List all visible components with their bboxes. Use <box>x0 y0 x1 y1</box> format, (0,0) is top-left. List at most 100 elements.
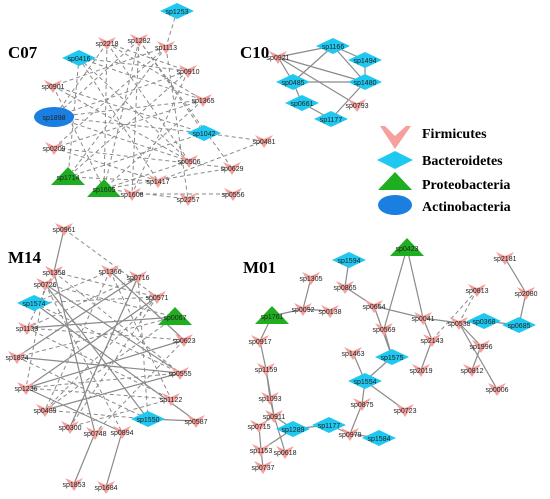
node-sp1236: sp1236 <box>15 382 38 395</box>
firmicutes-node-icon <box>44 80 62 93</box>
node-label: sp0067 <box>164 315 187 322</box>
edge-sp0910-sp1898 <box>53 70 189 118</box>
node-sp0737: sp0737 <box>252 461 275 474</box>
edge-sp0538-sp0006 <box>458 322 498 390</box>
firmicutes-node-icon <box>321 305 339 318</box>
edge-sp0506-sp1605 <box>103 160 190 190</box>
node-sp0538: sp0538 <box>448 317 471 330</box>
node-label: sp1574 <box>23 301 46 308</box>
edge-sp0423-sp0569 <box>383 247 408 330</box>
node-sp1366: sp1366 <box>99 265 122 278</box>
edge-sp1253-sp1113 <box>165 10 178 48</box>
edge-sp1282-sp1898 <box>53 39 140 118</box>
firmicutes-node-icon <box>302 272 320 285</box>
node-label: sp1684 <box>95 485 118 492</box>
node-label: sp0538 <box>448 321 471 328</box>
firmicutes-node-icon <box>175 334 193 347</box>
edge-sp0726-sp0067 <box>44 283 176 318</box>
edge-sp0921-sp1480 <box>277 56 366 83</box>
firmicutes-node-icon <box>98 37 116 50</box>
edge-sp2218-sp1898 <box>53 42 108 118</box>
firmicutes-node-icon <box>194 94 212 107</box>
edge-sp1166-sp0485 <box>292 45 334 83</box>
node-label: sp2181 <box>494 256 517 263</box>
proteobacteria-node-icon <box>158 307 192 325</box>
node-sp0489: sp0489 <box>34 404 57 417</box>
node-label: sp0716 <box>127 275 150 282</box>
node-label: sp1554 <box>354 379 377 386</box>
node-label: sp0571 <box>146 295 169 302</box>
edge-sp0901-sp1605 <box>52 85 105 190</box>
node-label: sp1853 <box>63 482 86 489</box>
node-sp1824: sp1824 <box>6 351 29 364</box>
firmicutes-node-icon <box>55 223 73 236</box>
edge-sp0416-sp1417 <box>78 57 159 182</box>
edge-sp1365-sp1898 <box>53 99 204 118</box>
node-label: sp1550 <box>137 417 160 424</box>
node-sp0911: sp0911 <box>263 410 285 423</box>
node-sp1305: sp1305 <box>300 272 323 285</box>
node-sp1358: sp1358 <box>43 266 66 279</box>
node-label: sp0416 <box>68 56 91 63</box>
node-sp0723: sp0723 <box>394 404 417 417</box>
edge-sp1358-sp0571 <box>53 271 158 298</box>
node-sp0587: sp0587 <box>185 415 208 428</box>
edge-sp0538-sp1996 <box>458 322 482 347</box>
node-label: sp1236 <box>15 386 38 393</box>
edge-sp0067-sp0489 <box>44 316 176 411</box>
node-sp1417: sp1417 <box>147 175 170 188</box>
edge-sp0623-sp0748 <box>94 339 185 434</box>
node-label: sp0812 <box>461 368 484 375</box>
firmicutes-node-icon <box>257 363 275 376</box>
node-sp2080: sp2080 <box>515 287 538 300</box>
edge-sp1365-sp0209 <box>53 99 204 149</box>
node-sp0875: sp0875 <box>351 398 374 411</box>
edge-sp0910-sp1608 <box>131 70 189 195</box>
bacteroidetes-node-icon <box>348 52 382 68</box>
node-label: sp0587 <box>185 419 208 426</box>
node-label: sp1358 <box>43 270 66 277</box>
node-label: sp0368 <box>473 319 496 326</box>
legend-label-firmicutes: Firmicutes <box>422 127 487 142</box>
node-label: sp0555 <box>169 371 192 378</box>
edge-sp0961-sp1358 <box>53 228 65 273</box>
node-label: sp0092 <box>292 307 315 314</box>
edge-sp0654-sp0041 <box>373 305 424 319</box>
node-sp0618: sp0618 <box>274 446 297 459</box>
bacteroidetes-node-icon <box>467 313 501 329</box>
node-sp1605: sp1605 <box>87 179 121 197</box>
firmicutes-node-icon <box>396 404 414 417</box>
firmicutes-node-icon <box>269 51 287 64</box>
node-label: sp0917 <box>249 339 272 346</box>
node-label: sp2019 <box>410 368 433 375</box>
firmicutes-node-icon <box>276 446 294 459</box>
node-sp1714: sp1714 <box>51 167 85 185</box>
firmicutes-node-icon <box>224 188 242 201</box>
edge-sp2218-sp0506 <box>106 42 190 162</box>
edge-sp1282-sp1042 <box>138 39 205 134</box>
edge-sp1133-sp0623 <box>26 327 185 341</box>
node-sp0138: sp0138 <box>319 305 342 318</box>
firmicutes-node-icon <box>130 34 148 47</box>
edge-sp0209-sp0629 <box>53 147 233 169</box>
firmicutes-node-icon <box>148 291 166 304</box>
node-sp1177c: sp1177 <box>314 111 348 127</box>
firmicutes-node-icon <box>101 265 119 278</box>
node-sp1153: sp1153 <box>250 444 272 457</box>
node-label: sp0481 <box>253 139 276 146</box>
edge-sp0961-sp0571 <box>63 228 158 298</box>
node-sp2143: sp2143 <box>421 334 444 347</box>
node-label: sp1159 <box>255 367 278 374</box>
bacteroidetes-node-icon <box>316 38 350 54</box>
edge-sp1898-sp0506 <box>53 116 190 162</box>
node-sp1093: sp1093 <box>259 392 282 405</box>
node-label: sp0006 <box>486 387 509 394</box>
edge-sp0623-sp1236 <box>25 339 185 389</box>
edge-sp2143-sp2019 <box>420 339 433 371</box>
edge-sp1122-sp0300 <box>69 398 172 428</box>
node-label: sp0901 <box>42 84 65 91</box>
node-label: sp0489 <box>34 408 57 415</box>
edge-sp0416-sp1365 <box>78 57 204 101</box>
node-sp1761: sp1761 <box>255 306 289 324</box>
node-sp1996: sp1996 <box>470 340 493 353</box>
